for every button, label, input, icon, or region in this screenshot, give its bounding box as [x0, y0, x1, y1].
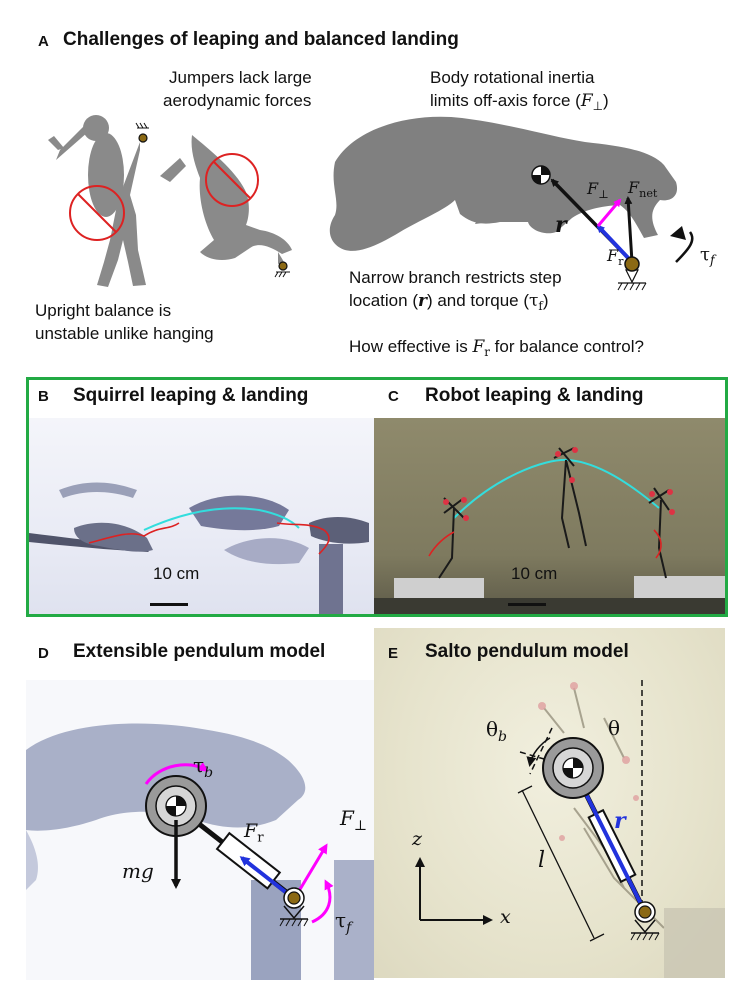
vector-fnet	[624, 196, 634, 263]
panel-d-letter: D	[38, 645, 49, 662]
eagle-perch-pivot	[278, 261, 288, 271]
scale-bar-c	[508, 603, 546, 606]
panel-e-title: Salto pendulum model	[425, 641, 629, 662]
label-fnet-a: Fnet	[628, 178, 658, 200]
foot-pivot	[617, 256, 647, 291]
label-tau-b: τb	[193, 753, 214, 781]
label-r-e: r	[614, 808, 626, 834]
vector-fr	[596, 224, 634, 264]
panel-a-illustration	[48, 115, 694, 291]
vector-fperp	[596, 198, 622, 227]
prohibit-icon-gibbon	[69, 185, 125, 241]
panel-d-title: Extensible pendulum model	[73, 641, 326, 662]
label-z: z	[412, 828, 423, 850]
label-x: x	[500, 906, 511, 928]
caption-branch-line1: Narrow branch restricts step	[349, 268, 562, 287]
robot-model-photo	[374, 628, 725, 978]
caption-branch-line2: location (r) and torque (τf)	[349, 291, 549, 314]
squirrel-photo	[29, 418, 374, 614]
label-fperp-a: F⊥	[587, 179, 609, 201]
label-theta: θ	[608, 716, 621, 740]
robot-photo	[374, 418, 725, 614]
center-of-mass-marker	[531, 165, 551, 185]
eagle-silhouette	[160, 135, 292, 264]
panel-e-letter: E	[388, 645, 399, 662]
torque-arc-a	[675, 231, 694, 263]
label-fperp-d: F⊥	[340, 806, 368, 834]
question-effectiveness: How effective is Fr for balance control?	[349, 337, 644, 360]
scale-bar-b	[150, 603, 188, 606]
panel-a-title: Challenges of leaping and balanced landi…	[63, 29, 459, 50]
gibbon-grip-pivot	[138, 133, 148, 143]
scale-label-c: 10 cm	[511, 564, 558, 583]
caption-jumpers-line1: Jumpers lack large	[169, 68, 312, 87]
caption-upright-line2: unstable unlike hanging	[35, 324, 214, 343]
label-l: l	[538, 848, 546, 873]
label-fr-a: Fr	[607, 246, 624, 268]
caption-upright-line1: Upright balance is	[35, 301, 172, 320]
squirrel-silhouette	[329, 116, 678, 251]
panel-b-letter: B	[38, 388, 49, 405]
label-tau-f-d: τf	[335, 908, 352, 936]
label-r-a: r	[555, 212, 567, 238]
panel-c-title: Robot leaping & landing	[425, 385, 644, 406]
label-fr-d: Fr	[244, 820, 264, 846]
panel-c-letter: C	[388, 388, 399, 405]
scale-label-b: 10 cm	[153, 564, 200, 583]
panel-b-title: Squirrel leaping & landing	[73, 385, 309, 406]
label-mg: mg	[122, 859, 154, 883]
panel-a-letter: A	[38, 33, 49, 50]
gibbon-silhouette	[48, 115, 146, 287]
prohibit-icon-eagle	[205, 153, 259, 207]
caption-inertia-line2: limits off-axis force (F⊥)	[430, 91, 609, 114]
label-theta-b: θb	[486, 717, 508, 745]
caption-inertia-line1: Body rotational inertia	[430, 68, 595, 87]
squirrel-model-photo	[26, 680, 374, 980]
panel-bc-frame	[26, 377, 728, 617]
label-tau-a: τf	[700, 244, 715, 268]
caption-jumpers-line2: aerodynamic forces	[163, 91, 312, 110]
